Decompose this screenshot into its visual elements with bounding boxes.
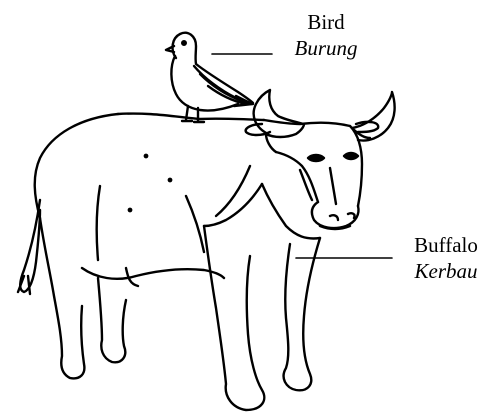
- bird-label-malay: Burung: [274, 35, 378, 61]
- bird-label: Bird Burung: [274, 9, 378, 61]
- buffalo-label-english: Buffalo: [398, 232, 494, 258]
- buffalo-label: Buffalo Kerbau: [398, 232, 494, 284]
- buffalo-label-malay: Kerbau: [398, 258, 494, 284]
- bird-label-english: Bird: [274, 9, 378, 35]
- buffalo-figure: [18, 90, 395, 410]
- bird-figure: [166, 33, 253, 122]
